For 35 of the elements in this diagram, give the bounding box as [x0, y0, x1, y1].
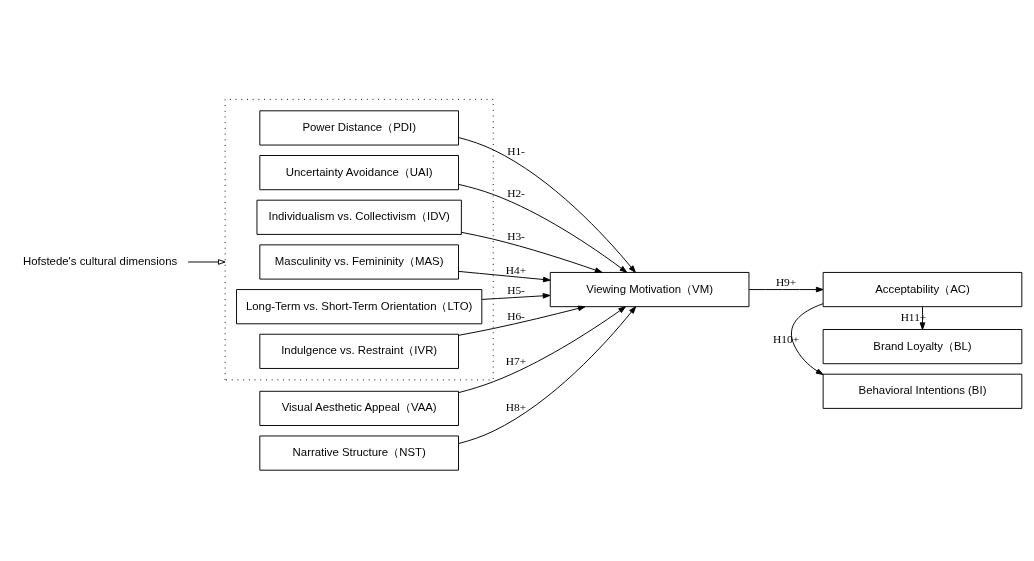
node-box: Masculinity vs. Femininity（MAS): [259, 243, 459, 280]
arrow: [461, 231, 603, 273]
node-box: Brand Loyalty（BL): [822, 328, 1023, 364]
edge-label: H6-: [507, 309, 525, 322]
arrow: [748, 286, 824, 292]
edge-label: H3-: [507, 229, 525, 242]
node-box: Behavioral Intentions (BI): [822, 373, 1023, 409]
edge-label: H4+: [505, 263, 527, 276]
edge-label: H7+: [505, 354, 527, 367]
arrow: [458, 136, 636, 273]
node-box: Visual Aesthetic Appeal（VAA): [259, 390, 459, 426]
arrow: [458, 305, 586, 336]
node-box: Indulgence vs. Restraint（IVR): [259, 333, 459, 369]
node-box: Narrative Structure（NST): [259, 435, 459, 471]
node-box: Long-Term vs. Short-Term Orientation（LTO): [236, 288, 483, 324]
edge-label: H9+: [775, 275, 797, 288]
node-box: Power Distance（PDI): [259, 109, 459, 145]
node-text: Hofstede's cultural dimensions: [23, 254, 178, 267]
node-box: Individualism vs. Collectivism（IDV): [256, 199, 462, 235]
edge-label: H2-: [507, 186, 525, 199]
node-box: Uncertainty Avoidance（UAI): [259, 154, 459, 190]
edge-label: H8+: [505, 400, 527, 413]
edge-label: H5-: [507, 283, 525, 296]
arrow: [458, 183, 628, 273]
arrow: [458, 305, 637, 444]
arrow: [458, 305, 626, 393]
arrow: [458, 270, 551, 282]
node-box: Viewing Motivation（VM): [549, 271, 750, 307]
edge-label: H10+: [773, 332, 800, 345]
arrow: [481, 292, 551, 300]
arrow: [791, 302, 824, 375]
node-box: Acceptability（AC): [822, 271, 1023, 307]
edge-label: H1-: [507, 144, 525, 157]
cluster: [224, 98, 494, 380]
arrow: [187, 258, 226, 265]
